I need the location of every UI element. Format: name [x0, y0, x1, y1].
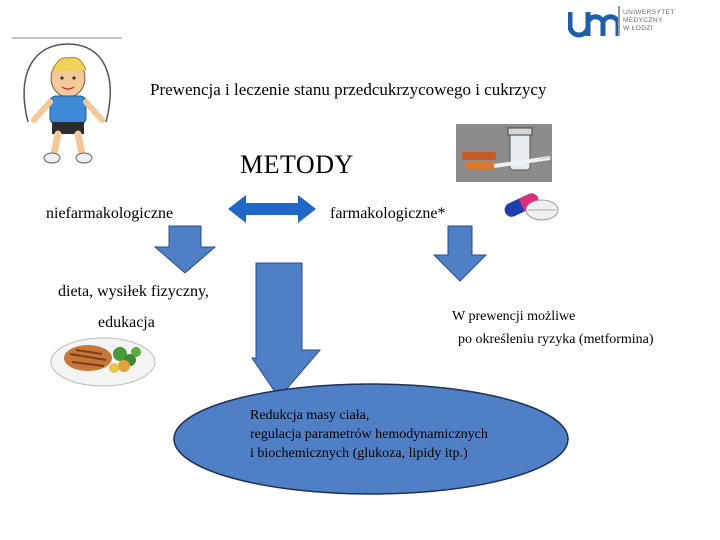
um-logo-icon [568, 12, 620, 38]
outcome-text: Redukcja masy ciała, regulacja parametró… [250, 406, 488, 463]
hemodynamic-regulation-text: regulacja parametrów hemodynamicznych [250, 427, 488, 442]
left-down-arrow-icon [153, 225, 217, 274]
pharmacological-details: W prewencji możliwe po określeniu ryzyka… [452, 305, 654, 351]
jump-rope-figure-icon [12, 37, 122, 164]
weight-reduction-text: Redukcja masy ciała, [250, 408, 370, 423]
education-text: edukacja [98, 314, 155, 331]
university-logo: UNIWERSYTET MEDYCZNY W ŁODZI [568, 6, 688, 40]
slide-title: Prewencja i leczenie stanu przedcukrzyco… [150, 80, 547, 99]
medication-vial-syringe-icon [456, 124, 552, 182]
healthy-meal-plate-icon [50, 337, 156, 387]
prevention-possible-text: W prewencji możliwe [452, 309, 576, 324]
risk-metformin-text: po określeniu ryzyka (metformina) [458, 332, 654, 347]
pharmacological-label: farmakologiczne* [330, 205, 446, 222]
non-pharmacological-details: dieta, wysiłek fizyczny, edukacja [58, 276, 209, 338]
logo-divider [618, 6, 620, 36]
methods-heading: METODY [240, 150, 354, 179]
center-down-arrow-icon [251, 262, 322, 399]
pills-icon [504, 193, 559, 221]
non-pharmacological-label: niefarmakologiczne [46, 205, 174, 222]
right-down-arrow-icon [432, 225, 488, 282]
logo-text: UNIWERSYTET MEDYCZNY W ŁODZI [623, 9, 675, 32]
double-arrow-icon [228, 195, 316, 223]
diet-exercise-text: dieta, wysiłek fizyczny, [58, 283, 209, 300]
biochemical-regulation-text: i biochemicznych (glukoza, lipidy itp.) [250, 446, 468, 461]
outcome-ellipse [173, 383, 569, 495]
